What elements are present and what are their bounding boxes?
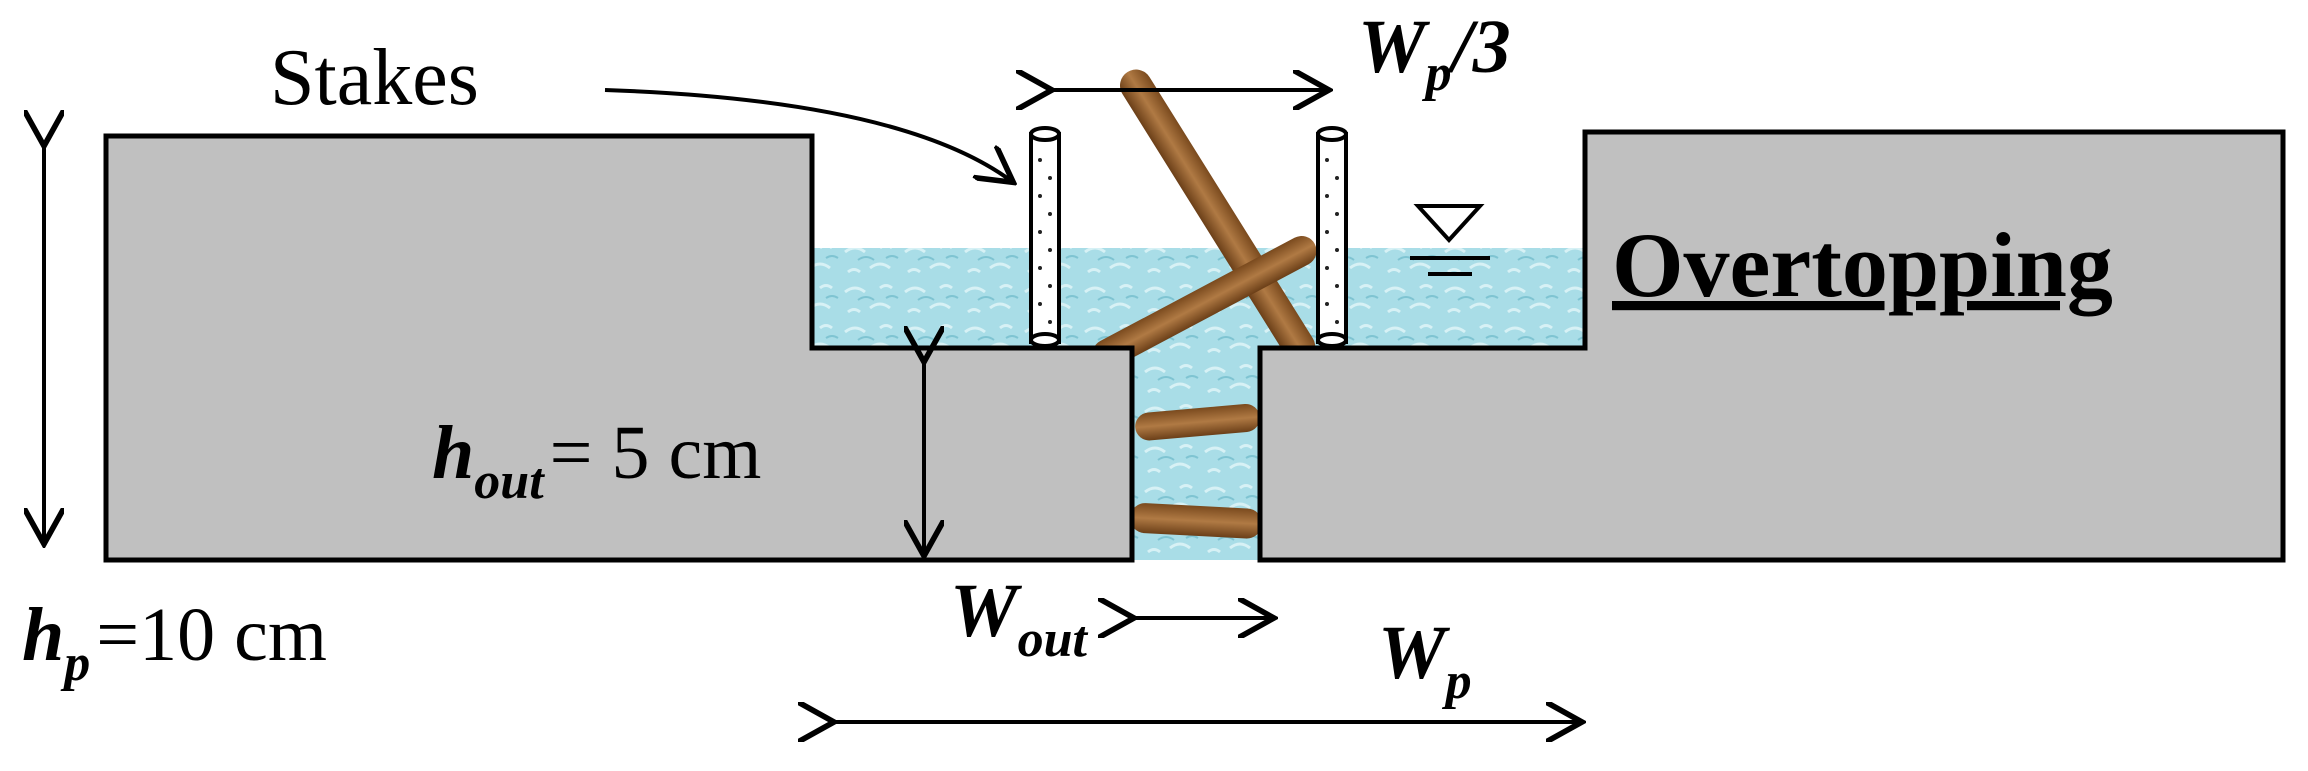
h-p-label: hp=10 cm (22, 593, 327, 692)
right-block (1257, 129, 2286, 563)
left-block (103, 133, 1135, 563)
overtopping-label: Overtopping (1612, 214, 2113, 316)
wood-debris (1092, 69, 1317, 539)
stakes-label: Stakes (270, 34, 479, 122)
stake-right (1316, 126, 1348, 348)
curved-pointer-arrow-icon (604, 88, 1010, 180)
w-out-label: Wout (950, 569, 1088, 668)
w-p-label: Wp (1378, 611, 1472, 710)
stake-left (1029, 126, 1061, 348)
h-out-label: hout= 5 cm (432, 411, 761, 510)
water-level-symbol-icon (1410, 204, 1490, 276)
wp-third-label: Wp/3 (1358, 5, 1511, 102)
